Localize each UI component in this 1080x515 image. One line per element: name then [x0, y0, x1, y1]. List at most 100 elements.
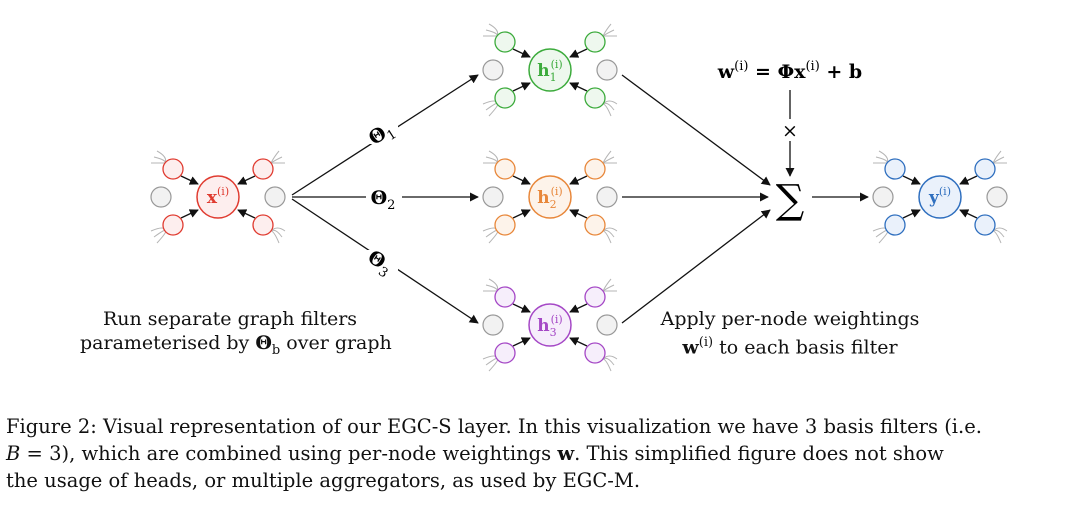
colored-neighbor-node: [494, 31, 516, 53]
center-node-label-h1: h1(i): [537, 58, 562, 84]
neighbor-arrow: [902, 175, 921, 185]
right-annotation-line2-rest: to each basis filter: [713, 336, 898, 359]
caption-w: w: [557, 442, 575, 465]
colored-neighbor-node: [252, 158, 274, 180]
center-node-output: [918, 175, 962, 219]
colored-neighbor-node: [494, 214, 516, 236]
grey-neighbor-node: [596, 186, 618, 208]
summation-symbol: ∑: [776, 177, 805, 223]
wavy-edge: [992, 150, 1002, 164]
neighbor-arrow: [180, 209, 199, 219]
neighbor-arrow: [959, 209, 978, 219]
center-node-label-input: x(i): [207, 185, 229, 208]
colored-neighbor-node: [252, 214, 274, 236]
graph-output: y(i): [872, 150, 1008, 244]
colored-neighbor-node: [494, 342, 516, 364]
wavy-edge: [488, 230, 499, 244]
neighbor-arrow: [959, 175, 978, 185]
graph-node-groups: x(i) h1(i) h2(i) h3(i) y(i): [150, 23, 1008, 372]
wavy-edge: [485, 29, 498, 37]
figure-caption: Figure 2: Visual representation of our E…: [6, 413, 1072, 494]
multiply-symbol: ×: [782, 120, 798, 142]
colored-neighbor-node: [494, 87, 516, 109]
theta2-label: Θ2: [366, 186, 402, 213]
theta2-symbol: Θ: [371, 187, 388, 209]
svg-text:Θ2: Θ2: [371, 187, 396, 213]
neighbor-arrow: [512, 82, 531, 92]
colored-neighbor-node: [974, 214, 996, 236]
colored-neighbor-node: [584, 342, 606, 364]
left-annotation-theta-sub: b: [271, 342, 281, 358]
neighbor-arrow: [237, 209, 256, 219]
egc-diagram: Θ1 Θ2 Θ3 w(i) = Φx(i) + b × ∑ x(i)h1(i)h…: [150, 23, 1008, 372]
wavy-edge: [992, 156, 1005, 164]
neighbor-arrow: [569, 337, 588, 347]
colored-neighbor-node: [162, 158, 184, 180]
wavy-edge: [485, 156, 498, 164]
weight-equation-x-sup: (i): [805, 59, 819, 74]
theta2-subscript: 2: [387, 198, 395, 213]
colored-neighbor-node: [584, 31, 606, 53]
weight-equation: w(i) = Φx(i) + b: [717, 59, 862, 83]
weight-equation-w-sup: (i): [734, 59, 748, 74]
right-annotation-w-sup: (i): [698, 335, 714, 350]
wavy-edge: [602, 278, 612, 292]
grey-neighbor-node: [482, 186, 504, 208]
wavy-edge: [488, 358, 499, 372]
neighbor-arrow: [237, 175, 256, 185]
grey-neighbor-node: [482, 59, 504, 81]
center-node-label-h2: h2(i): [537, 185, 562, 211]
colored-neighbor-node: [494, 286, 516, 308]
neighbor-arrow: [512, 175, 531, 185]
right-annotation: Apply per-node weightings w(i) to each b…: [630, 307, 950, 359]
neighbor-arrow: [902, 209, 921, 219]
wavy-edge: [602, 284, 615, 292]
colored-neighbor-node: [584, 286, 606, 308]
wavy-edge: [488, 103, 499, 117]
wavy-edge: [485, 284, 498, 292]
neighbor-arrow: [512, 48, 531, 58]
center-node-label-h3: h3(i): [537, 313, 562, 339]
center-node-label-output: y(i): [928, 185, 951, 208]
center-node-h2: [528, 175, 572, 219]
caption-line2-a: = 3), which are combined using per-node …: [20, 442, 558, 465]
wavy-edge: [270, 150, 280, 164]
caption-B: B: [6, 442, 21, 465]
wavy-edge: [875, 156, 888, 164]
caption-line1: Figure 2: Visual representation of our E…: [6, 415, 982, 438]
theta1-label: Θ1: [362, 118, 400, 150]
graph-input: x(i): [150, 150, 286, 244]
wavy-edge: [602, 156, 615, 164]
colored-neighbor-node: [584, 158, 606, 180]
neighbor-arrow: [569, 175, 588, 185]
grey-neighbor-node: [596, 59, 618, 81]
wavy-edge: [153, 156, 166, 164]
theta3-label: Θ3: [362, 246, 398, 281]
colored-neighbor-node: [974, 158, 996, 180]
wavy-edge: [602, 29, 615, 37]
wavy-edge: [878, 230, 889, 244]
caption-line3: the usage of heads, or multiple aggregat…: [6, 469, 641, 492]
right-annotation-w: w: [682, 336, 699, 359]
colored-neighbor-node: [162, 214, 184, 236]
graph-h3: h3(i): [482, 278, 618, 372]
caption-line2-b: . This simplified figure does not show: [574, 442, 944, 465]
neighbor-arrow: [569, 48, 588, 58]
center-node-h3: [528, 303, 572, 347]
neighbor-arrow: [180, 175, 199, 185]
wavy-edge: [156, 230, 167, 244]
wavy-edge: [270, 156, 283, 164]
colored-neighbor-node: [584, 87, 606, 109]
neighbor-arrow: [569, 303, 588, 313]
left-annotation-theta: Θ: [255, 332, 272, 354]
weight-equation-b: + b: [820, 61, 862, 83]
graph-h2: h2(i): [482, 150, 618, 244]
graph-h1: h1(i): [482, 23, 618, 117]
grey-neighbor-node: [596, 314, 618, 336]
colored-neighbor-node: [494, 158, 516, 180]
arrow-h3-to-sum: [621, 209, 771, 324]
grey-neighbor-node: [482, 314, 504, 336]
wavy-edge: [602, 23, 612, 37]
neighbor-arrow: [569, 82, 588, 92]
grey-neighbor-node: [986, 186, 1008, 208]
